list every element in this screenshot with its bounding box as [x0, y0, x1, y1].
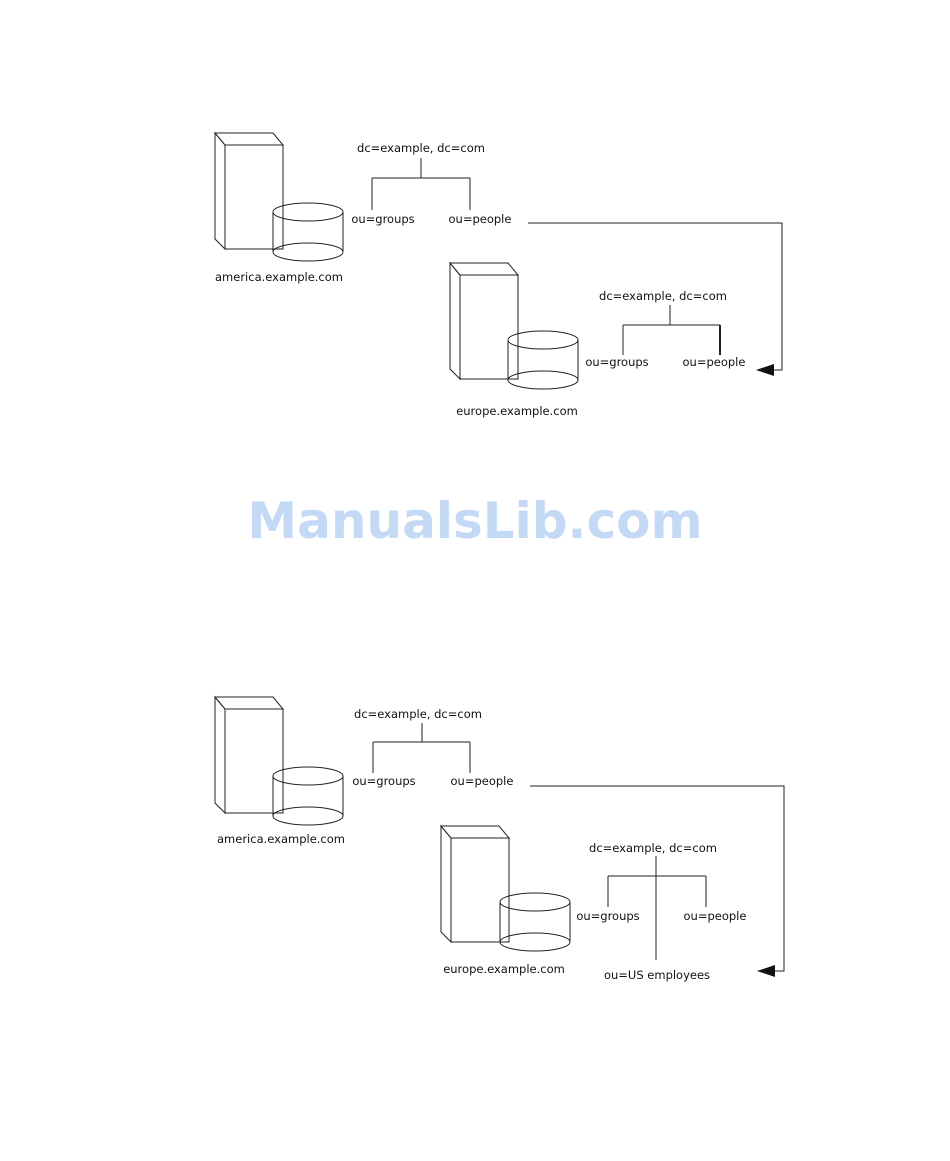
america-server-icon [215, 697, 343, 825]
europe-server-icon [441, 826, 570, 951]
america-server-icon [215, 133, 343, 261]
america-tree [373, 723, 470, 773]
europe-server-icon [450, 263, 578, 389]
europe-host-label: europe.example.com [443, 962, 565, 976]
europe-tree [608, 856, 706, 960]
america-host-label: america.example.com [217, 832, 345, 846]
watermark: ManualsLib.com [0, 492, 950, 550]
america-people-label: ou=people [451, 774, 514, 788]
diagram-1: america.example.com dc=example, dc=com o… [215, 133, 782, 418]
europe-host-label: europe.example.com [456, 404, 578, 418]
europe-us-employees-label: ou=US employees [604, 968, 710, 982]
europe-root-label: dc=example, dc=com [589, 841, 717, 855]
america-people-label: ou=people [449, 212, 512, 226]
europe-people-label: ou=people [684, 909, 747, 923]
europe-root-label: dc=example, dc=com [599, 289, 727, 303]
diagram-2: america.example.com dc=example, dc=com o… [215, 697, 784, 982]
america-root-label: dc=example, dc=com [357, 141, 485, 155]
europe-groups-label: ou=groups [585, 355, 648, 369]
europe-tree [623, 305, 720, 355]
europe-people-label: ou=people [683, 355, 746, 369]
america-root-label: dc=example, dc=com [354, 707, 482, 721]
america-host-label: america.example.com [215, 270, 343, 284]
america-tree [372, 158, 470, 210]
europe-groups-label: ou=groups [576, 909, 639, 923]
america-groups-label: ou=groups [352, 774, 415, 788]
replication-arrow [530, 786, 784, 977]
america-groups-label: ou=groups [351, 212, 414, 226]
